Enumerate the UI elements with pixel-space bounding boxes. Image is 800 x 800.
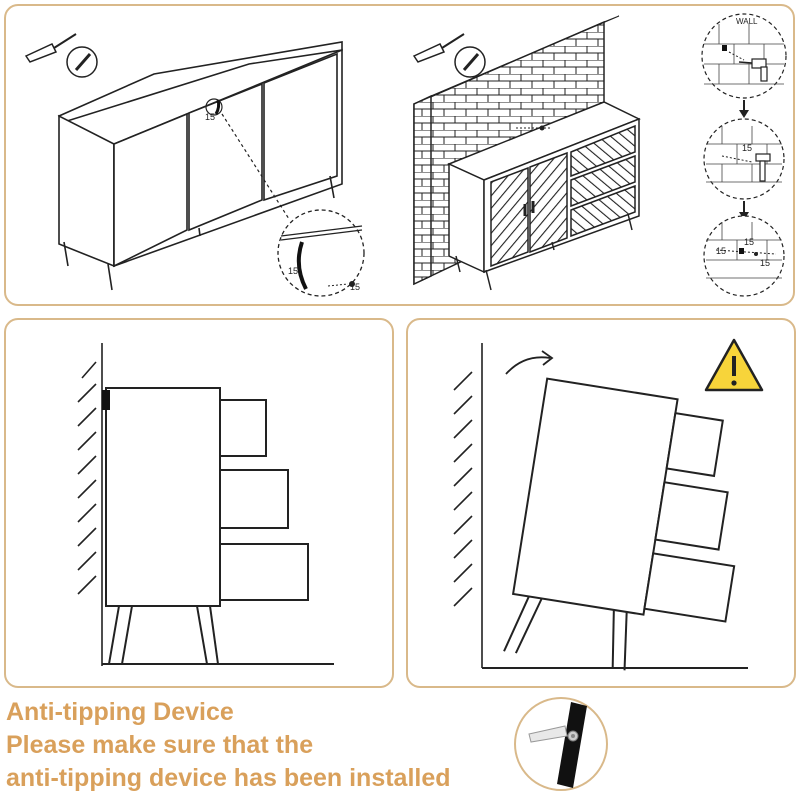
step3-screw-label-1: 15 <box>744 237 754 247</box>
top-diagram: 15 15 15 <box>24 13 787 297</box>
drill-icon <box>738 58 768 82</box>
warning-triangle-icon <box>704 338 764 392</box>
screwdriver-icon <box>24 33 98 78</box>
caption-line-2: Please make sure that the <box>6 731 314 759</box>
installation-steps: WALL 15 <box>701 13 787 297</box>
cabinet-upright <box>105 387 309 665</box>
cabinet-tipping <box>503 377 736 671</box>
caption-title: Anti-tipping Device <box>6 698 234 726</box>
caption-line-3: anti-tipping device has been installed <box>6 764 451 792</box>
screwdriver-icon <box>412 33 486 78</box>
wall-hatch <box>77 343 103 666</box>
step2-screw-label: 15 <box>742 143 752 153</box>
sideboard-three-door <box>57 41 343 291</box>
curved-arrow-icon <box>505 350 554 375</box>
screw-label-b: 15 <box>288 266 298 276</box>
tipping-diagram <box>453 338 764 671</box>
strap-closeup-drawing <box>514 697 608 791</box>
strap-closeup-icon <box>513 696 609 792</box>
screw-label-c: 15 <box>350 282 360 292</box>
installed-diagram <box>77 343 334 666</box>
anti-tip-strap <box>102 390 110 410</box>
sideboard-with-drawers <box>447 101 641 291</box>
anti-tip-strap-detail: 15 15 15 <box>205 98 365 297</box>
wall-hatch <box>453 343 483 668</box>
step3-screw-label-2: 15 <box>716 246 726 256</box>
strap-leader <box>516 125 552 131</box>
screw-label-a: 15 <box>205 112 215 122</box>
wall-label: WALL <box>736 17 758 26</box>
warning-panel <box>406 318 796 688</box>
top-instruction-panel: 15 15 15 <box>4 4 795 306</box>
step3-screw-label-3: 15 <box>760 258 770 268</box>
hammer-icon <box>755 153 771 182</box>
installed-panel <box>4 318 394 688</box>
